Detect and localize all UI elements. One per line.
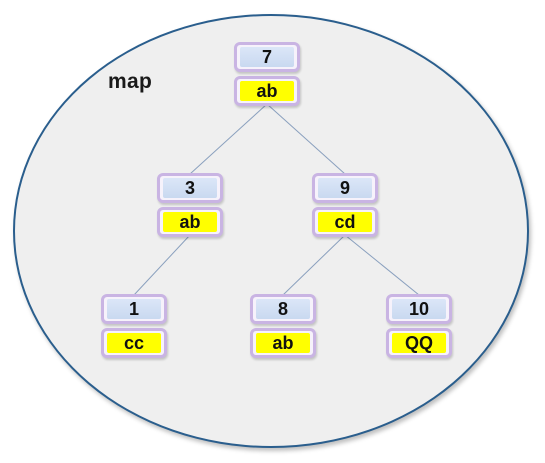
node-value-box: QQ (386, 328, 452, 358)
node-key-box: 9 (312, 173, 378, 203)
node-value: QQ (392, 333, 446, 353)
node-value: cc (107, 333, 161, 353)
node-key: 9 (318, 178, 372, 198)
edge-n7-n9 (266, 103, 346, 175)
edge-n7-n3 (189, 103, 268, 175)
map-title: map (108, 70, 153, 93)
node-key: 7 (240, 47, 294, 67)
edge-n3-n1 (133, 234, 191, 296)
node-value-box: ab (157, 207, 223, 237)
edge-n9-n8 (282, 234, 346, 296)
node-key: 3 (163, 178, 217, 198)
node-value-box: cd (312, 207, 378, 237)
tree-node: 1 cc (101, 294, 167, 358)
node-key: 1 (107, 299, 161, 319)
node-key-box: 8 (250, 294, 316, 324)
node-key: 10 (392, 299, 446, 319)
node-value: cd (318, 212, 372, 232)
edge-n9-n10 (344, 234, 420, 296)
node-key: 8 (256, 299, 310, 319)
node-key-box: 3 (157, 173, 223, 203)
node-key-box: 1 (101, 294, 167, 324)
tree-node: 9 cd (312, 173, 378, 237)
node-value-box: ab (250, 328, 316, 358)
node-key-box: 10 (386, 294, 452, 324)
tree-node: 7 ab (234, 42, 300, 106)
node-value: ab (256, 333, 310, 353)
node-value-box: ab (234, 76, 300, 106)
tree-node: 3 ab (157, 173, 223, 237)
node-value-box: cc (101, 328, 167, 358)
tree-node: 8 ab (250, 294, 316, 358)
node-value: ab (240, 81, 294, 101)
node-value: ab (163, 212, 217, 232)
node-key-box: 7 (234, 42, 300, 72)
